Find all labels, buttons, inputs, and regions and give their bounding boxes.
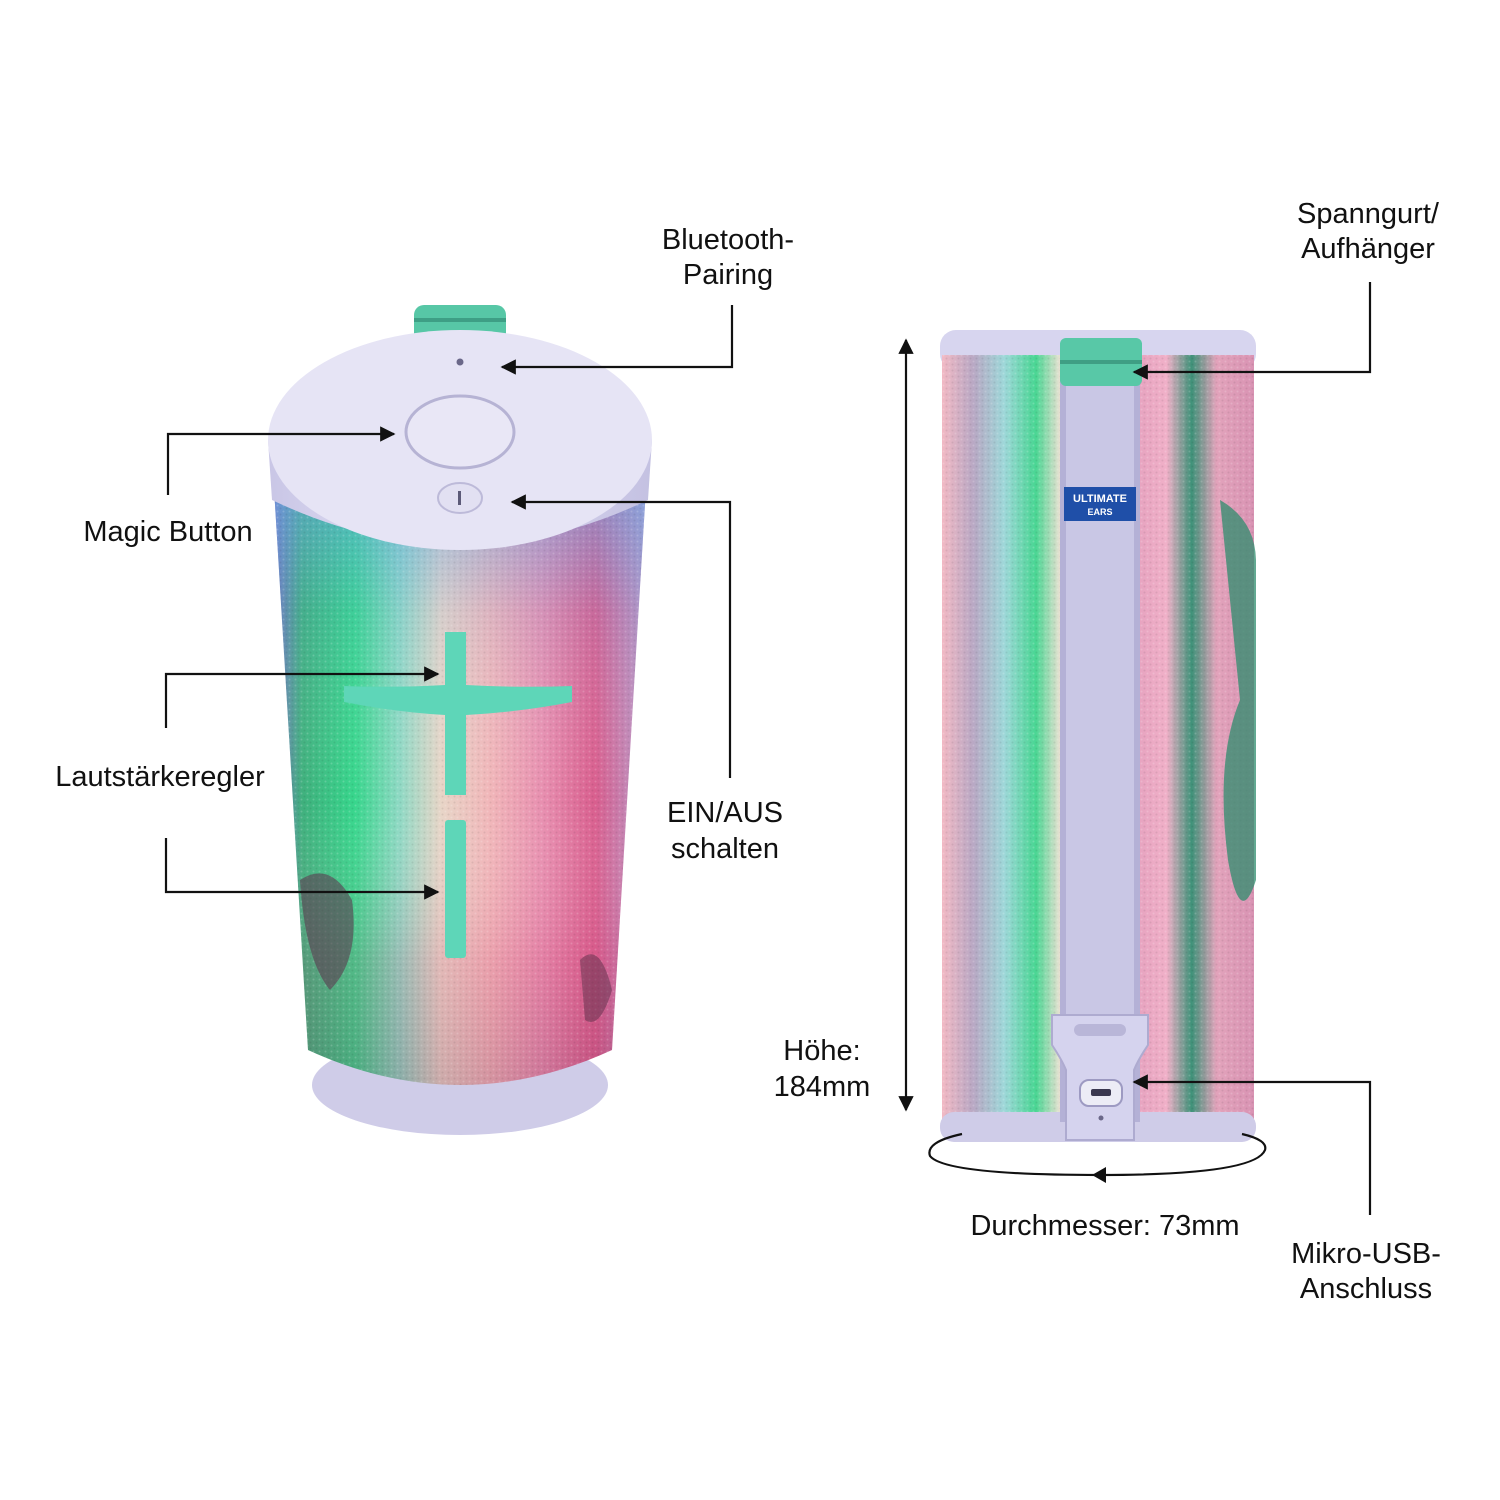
volume-label: Lautstärkeregler xyxy=(55,761,265,793)
magic-button[interactable] xyxy=(404,394,516,470)
height-label-line1: Höhe: xyxy=(783,1035,860,1067)
usb-callout-line xyxy=(1132,1074,1372,1215)
magic-button-callout-line xyxy=(166,426,396,495)
power-callout-line xyxy=(510,494,732,778)
volume-down-callout-line xyxy=(164,838,440,900)
height-label-line2: 184mm xyxy=(774,1071,871,1103)
back-strap xyxy=(1060,362,1140,1122)
power-label-line2: schalten xyxy=(671,833,779,865)
usb-label-line1: Mikro-USB- xyxy=(1291,1238,1441,1270)
volume-down-button[interactable] xyxy=(445,820,466,958)
front-dark-splash xyxy=(300,873,354,990)
brand-badge xyxy=(1064,487,1136,521)
strap-label-line1: Spanngurt/ xyxy=(1297,198,1440,230)
strap-callout-line xyxy=(1132,282,1372,380)
back-green-splash xyxy=(1220,500,1256,901)
brand-line2: EARS xyxy=(1087,507,1112,517)
strap-label-line2: Aufhänger xyxy=(1301,233,1435,265)
usb-label-line2: Anschluss xyxy=(1300,1273,1432,1305)
callouts xyxy=(164,282,1372,1215)
power-label-line1: EIN/AUS xyxy=(667,797,783,829)
brand-line1: ULTIMATE xyxy=(1073,493,1127,505)
strap-buckle xyxy=(1051,1014,1149,1141)
bluetooth-label-line1: Bluetooth- xyxy=(662,224,794,256)
diameter-label: Durchmesser: 73mm xyxy=(970,1210,1239,1242)
power-icon xyxy=(458,491,461,505)
magic-button-label: Magic Button xyxy=(83,516,252,548)
diameter-arrowhead xyxy=(1092,1167,1106,1183)
bluetooth-pairing-button[interactable] xyxy=(456,358,464,366)
labels: Bluetooth- Pairing Magic Button Lautstär… xyxy=(55,198,1441,1305)
volume-up-button[interactable] xyxy=(344,632,572,795)
front-speaker xyxy=(268,305,652,1135)
volume-up-callout-line xyxy=(164,666,440,728)
bluetooth-callout-line xyxy=(500,305,734,375)
status-led xyxy=(1098,1115,1104,1121)
bluetooth-label-line2: Pairing xyxy=(683,259,773,291)
back-speaker: ULTIMATE EARS xyxy=(940,330,1256,1142)
